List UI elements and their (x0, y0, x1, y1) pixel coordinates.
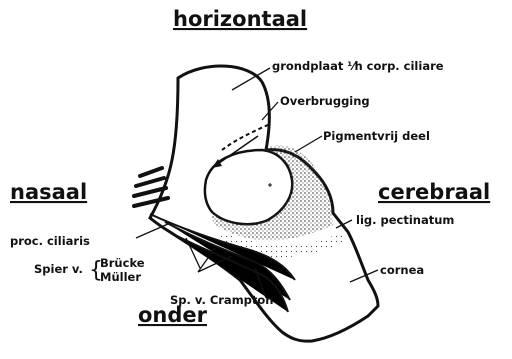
label-overbrugging: Overbrugging (280, 94, 370, 108)
label-crampton: Sp. v. Crampton (170, 293, 274, 307)
bridge-dashed-line (222, 124, 270, 150)
label-proc-ciliaris: proc. ciliaris (10, 234, 90, 248)
label-cornea: cornea (380, 263, 424, 277)
label-grondplaat: grondplaat ⅟h corp. ciliare (272, 59, 444, 73)
orientation-right-label: cerebraal (378, 180, 490, 204)
label-brucke: Brücke (100, 256, 145, 270)
orientation-left-label: nasaal (10, 180, 87, 204)
ciliary-processes (134, 168, 168, 206)
label-spier-v: Spier v. (34, 262, 83, 276)
label-lig-pectinatum: lig. pectinatum (356, 213, 454, 227)
label-pigmentvrij: Pigmentvrij deel (323, 129, 430, 143)
orientation-top-label: horizontaal (173, 7, 307, 31)
label-muller: Müller (100, 270, 141, 284)
